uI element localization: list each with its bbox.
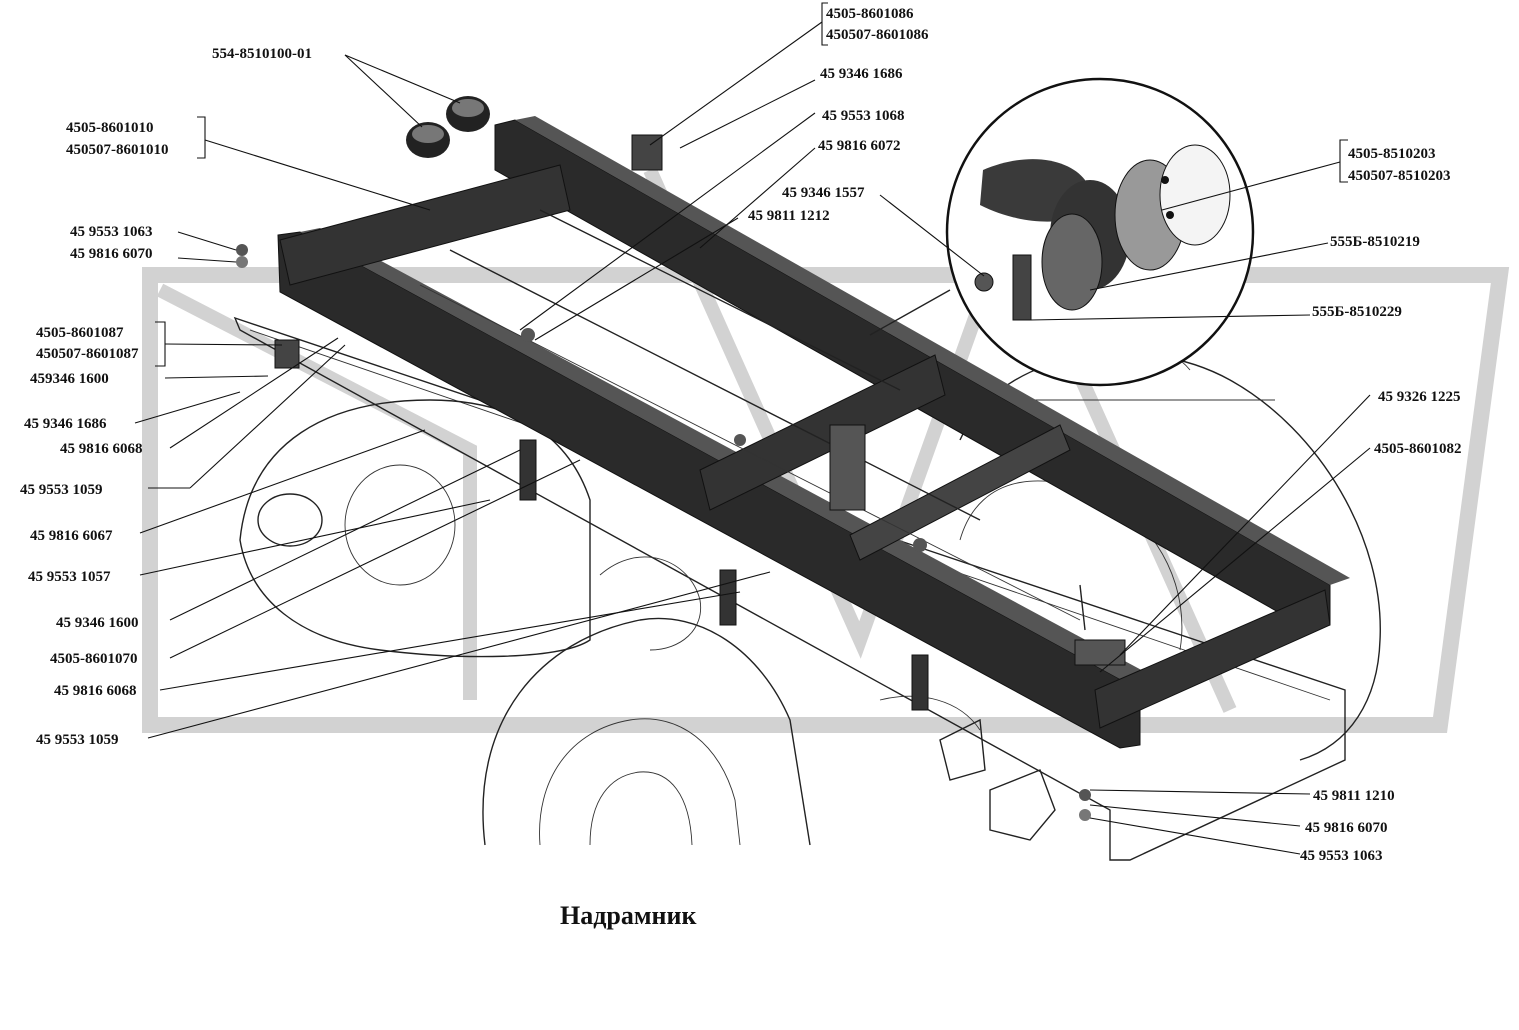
subframe-body xyxy=(236,96,1350,841)
label-45-9553-1063-right: 45 9553 1063 xyxy=(1300,848,1383,864)
label-45-9816-6068-lower: 45 9816 6068 xyxy=(54,683,137,699)
rear-wheel-left xyxy=(482,617,811,846)
label-4505-8601086: 4505-8601086 xyxy=(826,6,914,22)
label-4505-8601087: 4505-8601087 xyxy=(36,325,124,341)
label-45-9553-1059-lower: 45 9553 1059 xyxy=(36,732,119,748)
label-450507-8510203: 450507-8510203 xyxy=(1348,168,1451,184)
label-45-9811-1212: 45 9811 1212 xyxy=(748,208,830,224)
label-45-9816-6070-left: 45 9816 6070 xyxy=(70,246,153,262)
detail-magnifier xyxy=(869,77,1255,387)
label-45-9816-6072: 45 9816 6072 xyxy=(818,138,901,154)
label-554-8510100-01: 554-8510100-01 xyxy=(212,46,312,62)
label-45-9346-1686-left: 45 9346 1686 xyxy=(24,416,107,432)
label-450507-8601087: 450507-8601087 xyxy=(36,346,139,362)
label-45-9816-6068-upper: 45 9816 6068 xyxy=(60,441,143,457)
label-45-9553-1063-left: 45 9553 1063 xyxy=(70,224,153,240)
label-4505-8601010: 4505-8601010 xyxy=(66,120,154,136)
label-4505-8510203: 4505-8510203 xyxy=(1348,146,1436,162)
label-459346-1600: 459346 1600 xyxy=(30,371,109,387)
label-45-9346-1600: 45 9346 1600 xyxy=(56,615,139,631)
label-45-9326-1225: 45 9326 1225 xyxy=(1378,389,1461,405)
label-45-9816-6067: 45 9816 6067 xyxy=(30,528,113,544)
diagram-caption: Надрамник xyxy=(560,901,697,930)
label-45-9553-1068: 45 9553 1068 xyxy=(822,108,905,124)
label-555b-8510219: 555Б-8510219 xyxy=(1330,234,1420,250)
part-labels: 4505-8601086 450507-8601086 554-8510100-… xyxy=(20,6,1462,864)
label-4505-8601070: 4505-8601070 xyxy=(50,651,138,667)
label-45-9811-1210: 45 9811 1210 xyxy=(1313,788,1395,804)
label-450507-8601086: 450507-8601086 xyxy=(826,27,929,43)
label-45-9346-1686-top: 45 9346 1686 xyxy=(820,66,903,82)
label-45-9553-1059-upper: 45 9553 1059 xyxy=(20,482,103,498)
label-45-9553-1057: 45 9553 1057 xyxy=(28,569,111,585)
vehicle-frame xyxy=(233,316,1346,861)
label-450507-8601010: 450507-8601010 xyxy=(66,142,169,158)
leader-lines xyxy=(134,2,1371,855)
label-45-9346-1557: 45 9346 1557 xyxy=(782,185,865,201)
label-4505-8601082: 4505-8601082 xyxy=(1374,441,1462,457)
label-45-9816-6070-right: 45 9816 6070 xyxy=(1305,820,1388,836)
label-555b-8510229: 555Б-8510229 xyxy=(1312,304,1402,320)
